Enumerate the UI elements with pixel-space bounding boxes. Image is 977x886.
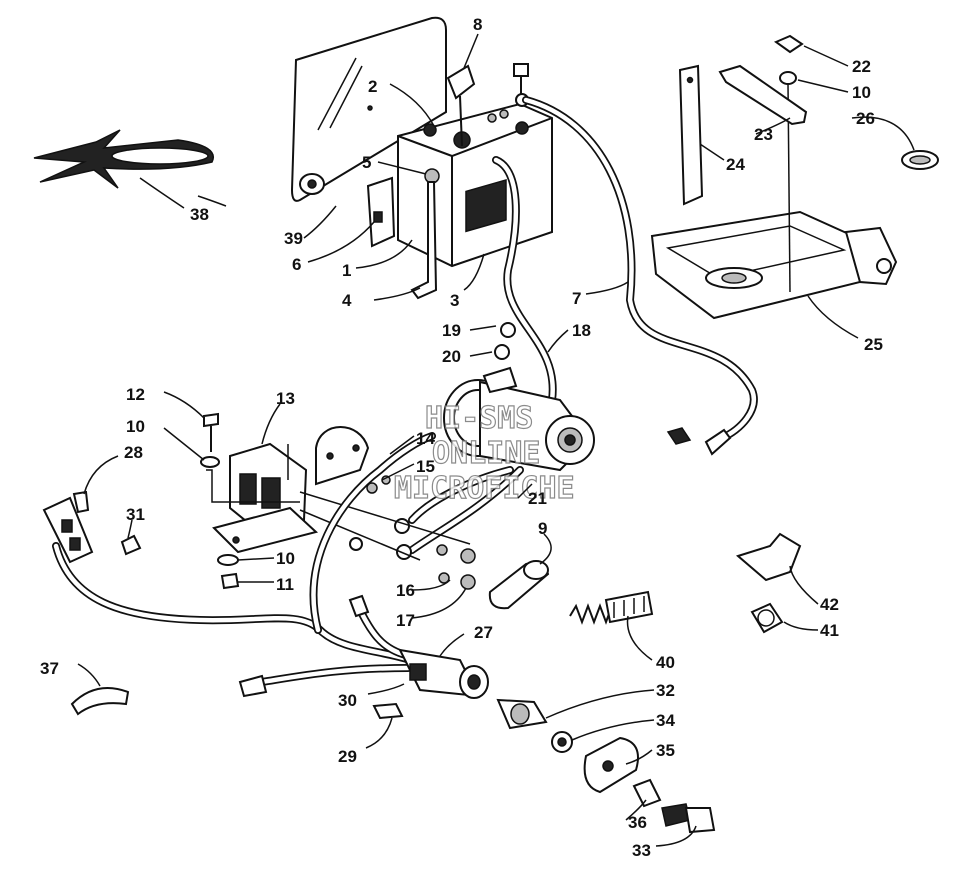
callout-39: 39	[284, 229, 303, 248]
callout-26: 26	[856, 109, 875, 128]
terminal-cap	[446, 64, 476, 147]
callout-15: 15	[416, 457, 435, 476]
callout-17: 17	[396, 611, 415, 630]
callout-41: 41	[820, 621, 839, 640]
solenoid-hardware	[200, 412, 240, 590]
callout-10-bottom: 10	[276, 549, 295, 568]
battery-strap	[410, 168, 440, 300]
battery-tray	[650, 210, 898, 320]
clip-29	[372, 702, 404, 720]
callout-2: 2	[368, 77, 377, 96]
battery	[397, 102, 553, 268]
hold-down-hardware	[678, 34, 808, 293]
leader-lines	[77, 33, 915, 847]
spring-40	[569, 590, 654, 625]
callout-12: 12	[126, 385, 145, 404]
callout-1: 1	[342, 261, 351, 280]
callout-9: 9	[538, 519, 547, 538]
ignition-switch	[398, 648, 573, 753]
callout-13: 13	[276, 389, 295, 408]
callout-24: 24	[726, 155, 745, 174]
callout-4: 4	[342, 291, 352, 310]
callout-18: 18	[572, 321, 591, 340]
callout-25: 25	[864, 335, 883, 354]
connector-28	[42, 490, 142, 564]
callout-23: 23	[754, 125, 773, 144]
callout-6: 6	[292, 255, 301, 274]
starter-motor	[443, 322, 595, 472]
cables-16-17	[299, 466, 524, 590]
callout-31: 31	[126, 505, 145, 524]
callout-38: 38	[190, 205, 209, 224]
decal-38	[33, 129, 214, 189]
solenoid-13	[206, 442, 319, 554]
wire-clip	[315, 426, 391, 494]
callout-21: 21	[528, 489, 547, 508]
bracket-42	[735, 532, 802, 634]
callout-7: 7	[572, 289, 581, 308]
callout-32: 32	[656, 681, 675, 700]
callout-8: 8	[473, 15, 482, 34]
watermark: HI-SMS ONLINE MICROFICHE	[393, 400, 575, 506]
callout-33: 33	[632, 841, 651, 860]
callout-34: 34	[656, 711, 675, 730]
callout-37: 37	[40, 659, 59, 678]
callout-11: 11	[276, 575, 294, 594]
callout-labels: 2 5 8 1 4 3 39 6 7 38 22 10 26 23 24 25 …	[40, 15, 883, 860]
callout-19: 19	[442, 321, 461, 340]
callout-30: 30	[338, 691, 357, 710]
switch-bezel	[583, 736, 716, 834]
callout-22: 22	[852, 57, 871, 76]
callout-3: 3	[450, 291, 459, 310]
callout-20: 20	[442, 347, 461, 366]
callout-16: 16	[396, 581, 415, 600]
callout-28: 28	[124, 443, 143, 462]
callout-36: 36	[628, 813, 647, 832]
callout-42: 42	[820, 595, 839, 614]
callout-27: 27	[474, 623, 493, 642]
strap-37	[70, 687, 130, 716]
callout-35: 35	[656, 741, 675, 760]
watermark-line-1: HI-SMS	[425, 401, 533, 436]
watermark-line-2: ONLINE	[432, 436, 540, 471]
callout-10-left: 10	[126, 417, 145, 436]
bracket-6	[366, 176, 396, 248]
callout-14: 14	[416, 429, 435, 448]
hose-clamp-26	[901, 150, 939, 170]
watermark-line-3: MICROFICHE	[394, 471, 575, 506]
callout-29: 29	[338, 747, 357, 766]
callout-10-top: 10	[852, 83, 871, 102]
battery-cable-7	[522, 96, 758, 456]
battery-cover	[290, 16, 447, 202]
callout-5: 5	[362, 153, 371, 172]
callout-40: 40	[656, 653, 675, 672]
terminal-boot	[488, 560, 550, 610]
